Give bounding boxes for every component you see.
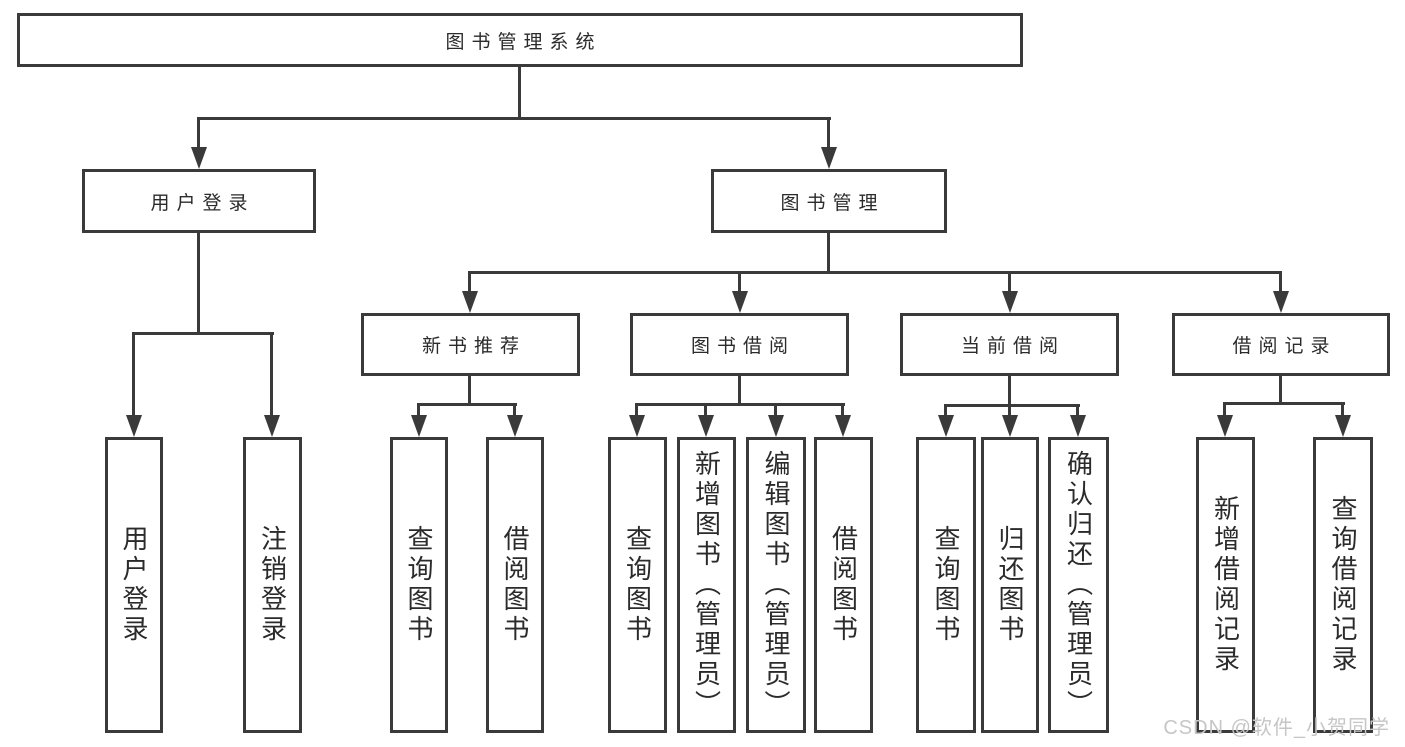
node-return-books-label: 归还图书: [995, 525, 1025, 645]
node-search-borrow-record-label: 查询借阅记录: [1328, 495, 1358, 675]
connector-bookmgmt-stem: [827, 232, 830, 274]
arrow-down-icon: [1273, 291, 1289, 313]
connector-userlogin-stem: [197, 232, 200, 335]
connector-record-stem: [1279, 375, 1282, 405]
connector-bookmgmt-drop-2: [738, 271, 741, 295]
arrow-down-icon: [1335, 415, 1351, 437]
arrow-down-icon: [1217, 415, 1233, 437]
node-book-borrow: 图书借阅: [630, 313, 849, 376]
connector-current-drop-1: [944, 404, 947, 420]
arrow-down-icon: [191, 147, 207, 169]
arrow-down-icon: [411, 415, 427, 437]
arrow-down-icon: [698, 415, 714, 437]
arrow-down-icon: [1070, 415, 1086, 437]
connector-root-drop-left: [197, 117, 200, 153]
arrow-down-icon: [732, 291, 748, 313]
node-return-books: 归还图书: [981, 437, 1039, 733]
node-confirm-return-admin-label: 确认归还（管理员）: [1063, 450, 1094, 720]
node-confirm-return-admin: 确认归还（管理员）: [1048, 437, 1109, 733]
connector-userlogin-drop-right: [270, 332, 273, 420]
connector-root-bar: [197, 117, 831, 120]
connector-current-drop-2: [1008, 404, 1011, 420]
connector-current-stem: [1008, 375, 1011, 407]
connector-root-stem: [518, 67, 521, 119]
node-user-login: 用户登录: [105, 437, 163, 733]
node-book-borrow-label: 图书借阅: [690, 336, 795, 357]
node-add-books-admin-label: 新增图书（管理员）: [691, 450, 722, 720]
node-current-borrow-label: 当前借阅: [960, 336, 1065, 357]
connector-userlogin-drop-left: [132, 332, 135, 420]
node-new-book-recommend-label: 新书推荐: [421, 336, 526, 357]
arrow-down-icon: [629, 415, 645, 437]
arrow-down-icon: [507, 415, 523, 437]
node-logout: 注销登录: [243, 437, 302, 733]
connector-record-drop-2: [1341, 402, 1344, 420]
node-borrow-record: 借阅记录: [1172, 313, 1390, 376]
node-edit-books-admin-label: 编辑图书（管理员）: [761, 450, 791, 720]
connector-borrow-drop-2: [704, 403, 707, 420]
connector-current-drop-3: [1076, 404, 1079, 420]
node-book-management-group: 图书管理: [711, 169, 947, 233]
connector-record-bar: [1223, 402, 1345, 405]
connector-bookmgmt-bar: [468, 271, 1282, 274]
node-current-borrow: 当前借阅: [900, 313, 1119, 376]
node-borrow-books-label: 借阅图书: [828, 525, 859, 645]
node-add-books-admin: 新增图书（管理员）: [677, 437, 736, 733]
connector-newbook-stem: [468, 375, 471, 406]
node-search-books-current: 查询图书: [916, 437, 976, 733]
connector-borrow-drop-4: [841, 403, 844, 420]
node-search-books-current-label: 查询图书: [931, 525, 961, 645]
node-borrow-books: 借阅图书: [814, 437, 873, 733]
arrow-down-icon: [462, 291, 478, 313]
arrow-down-icon: [821, 147, 837, 169]
node-book-management-group-label: 图书管理: [780, 192, 885, 214]
node-borrow-books-recommend-label: 借阅图书: [500, 525, 530, 645]
node-search-books-recommend: 查询图书: [390, 437, 448, 733]
arrow-down-icon: [938, 415, 954, 437]
connector-borrow-drop-3: [774, 403, 777, 420]
connector-newbook-drop-2: [513, 403, 516, 420]
node-search-books-borrow: 查询图书: [608, 437, 667, 733]
node-library-system-label: 图书管理系统: [445, 31, 602, 53]
connector-record-drop-1: [1223, 402, 1226, 420]
node-search-borrow-record: 查询借阅记录: [1313, 437, 1373, 733]
node-user-login-label: 用户登录: [119, 525, 149, 645]
connector-current-bar: [944, 404, 1080, 407]
connector-bookmgmt-drop-1: [468, 271, 471, 295]
csdn-watermark: CSDN @软件_小贺同学: [1163, 717, 1390, 739]
connector-borrow-bar: [635, 403, 845, 406]
node-borrow-record-label: 借阅记录: [1232, 336, 1337, 357]
node-search-books-recommend-label: 查询图书: [404, 525, 434, 645]
arrow-down-icon: [768, 415, 784, 437]
node-search-books-borrow-label: 查询图书: [622, 525, 653, 645]
connector-root-drop-right: [827, 117, 830, 153]
node-library-system: 图书管理系统: [17, 13, 1023, 67]
node-new-book-recommend: 新书推荐: [361, 313, 580, 376]
connector-newbook-bar: [417, 403, 517, 406]
node-user-login-group-label: 用户登录: [150, 192, 255, 214]
node-logout-label: 注销登录: [257, 525, 288, 645]
connector-borrow-stem: [738, 375, 741, 406]
arrow-down-icon: [835, 415, 851, 437]
node-add-borrow-record-label: 新增借阅记录: [1210, 495, 1241, 675]
connector-bookmgmt-drop-3: [1008, 271, 1011, 295]
connector-userlogin-bar: [132, 332, 274, 335]
node-user-login-group: 用户登录: [82, 169, 316, 233]
node-borrow-books-recommend: 借阅图书: [486, 437, 544, 733]
connector-newbook-drop-1: [417, 403, 420, 420]
connector-borrow-drop-1: [635, 403, 638, 420]
node-add-borrow-record: 新增借阅记录: [1196, 437, 1255, 733]
node-edit-books-admin: 编辑图书（管理员）: [746, 437, 806, 733]
arrow-down-icon: [1002, 291, 1018, 313]
arrow-down-icon: [1002, 415, 1018, 437]
connector-bookmgmt-drop-4: [1279, 271, 1282, 295]
arrow-down-icon: [126, 415, 142, 437]
arrow-down-icon: [264, 415, 280, 437]
